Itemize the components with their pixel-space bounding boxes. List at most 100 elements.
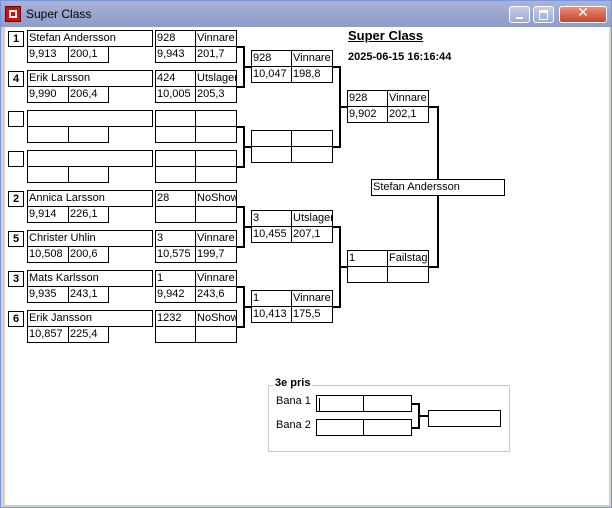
race-speed-field[interactable]: 198,8	[291, 66, 333, 83]
race-speed-field[interactable]: 199,7	[195, 246, 237, 263]
minimize-button[interactable]	[509, 6, 530, 23]
race-number-field[interactable]: 1	[155, 270, 196, 287]
qual-time-field[interactable]: 9,990	[27, 86, 69, 103]
racer-name-field[interactable]: Christer Uhlin	[27, 230, 153, 247]
race-result-field[interactable]: Vinnare	[387, 90, 429, 107]
race-speed-field[interactable]: 207,1	[291, 226, 333, 243]
race-time-field[interactable]: 9,943	[155, 46, 196, 63]
race-speed-field[interactable]: 205,3	[195, 86, 237, 103]
racer-name-field[interactable]: Mats Karlsson	[27, 270, 153, 287]
qual-time-field[interactable]	[27, 126, 69, 143]
race-result-field[interactable]: Vinnare	[195, 30, 237, 47]
race-result-field[interactable]: Utslagen	[195, 70, 237, 87]
qual-time-field[interactable]	[27, 166, 69, 183]
race-speed-field[interactable]	[195, 206, 237, 223]
race-result-field[interactable]: NoShow	[195, 190, 237, 207]
race-speed-field[interactable]: 175,5	[291, 306, 333, 323]
race-number-field[interactable]: 928	[251, 50, 292, 67]
racer-name-field[interactable]: Stefan Andersson	[27, 30, 153, 47]
title-bar[interactable]: Super Class ✕	[1, 1, 611, 27]
race-result-field[interactable]	[195, 150, 237, 167]
race-result-field[interactable]: NoShow	[195, 310, 237, 327]
racer-name-field[interactable]: Erik Jansson	[27, 310, 153, 327]
final-winner-field[interactable]: Stefan Andersson	[371, 179, 505, 196]
connector	[333, 66, 341, 68]
race-number-field[interactable]: 424	[155, 70, 196, 87]
race-number-field[interactable]	[251, 130, 292, 147]
race-time-field[interactable]: 9,902	[347, 106, 388, 123]
qual-speed-field[interactable]	[68, 166, 109, 183]
race-result-field[interactable]: Failstage	[387, 250, 429, 267]
race-speed-field[interactable]	[291, 146, 333, 163]
race-time-field[interactable]	[155, 206, 196, 223]
race-speed-field[interactable]: 201,7	[195, 46, 237, 63]
qual-speed-field[interactable]: 200,1	[68, 46, 109, 63]
qual-time-field[interactable]: 9,913	[27, 46, 69, 63]
race-number-field[interactable]: 1	[347, 250, 388, 267]
qual-speed-field[interactable]: 226,1	[68, 206, 109, 223]
race-speed-field[interactable]	[195, 326, 237, 343]
connector	[237, 166, 245, 168]
racer-name-field[interactable]	[27, 110, 153, 127]
race-number-field[interactable]: 3	[251, 210, 292, 227]
connector	[237, 246, 245, 248]
race-time-field[interactable]: 10,047	[251, 66, 292, 83]
race-speed-field[interactable]: 243,6	[195, 286, 237, 303]
race-time-field[interactable]	[347, 266, 388, 283]
race-speed-field[interactable]	[195, 166, 237, 183]
race-result-field[interactable]	[195, 110, 237, 127]
qual-speed-field[interactable]: 243,1	[68, 286, 109, 303]
qual-speed-field[interactable]: 200,6	[68, 246, 109, 263]
connector	[339, 266, 347, 268]
qual-speed-field[interactable]: 206,4	[68, 86, 109, 103]
race-time-field[interactable]: 9,942	[155, 286, 196, 303]
race-time-field[interactable]: 10,575	[155, 246, 196, 263]
lane1-label: Bana 1	[276, 395, 311, 407]
third-place-result[interactable]	[428, 410, 501, 427]
lane1-field-2[interactable]	[363, 395, 412, 412]
race-time-field[interactable]: 10,413	[251, 306, 292, 323]
qual-time-field[interactable]: 10,508	[27, 246, 69, 263]
maximize-button[interactable]	[533, 6, 554, 23]
race-number-field[interactable]: 1232	[155, 310, 196, 327]
qual-speed-field[interactable]	[68, 126, 109, 143]
race-result-field[interactable]	[291, 130, 333, 147]
close-button[interactable]: ✕	[559, 5, 607, 23]
race-result-field[interactable]: Vinnare	[291, 50, 333, 67]
qual-time-field[interactable]: 9,935	[27, 286, 69, 303]
lane2-field-2[interactable]	[363, 419, 412, 436]
race-time-field[interactable]: 10,005	[155, 86, 196, 103]
lane1-field-1[interactable]	[316, 395, 364, 412]
racer-name-field[interactable]	[27, 150, 153, 167]
race-time-field[interactable]	[155, 166, 196, 183]
racer-name-field[interactable]: Annica Larsson	[27, 190, 153, 207]
race-number-field[interactable]: 928	[347, 90, 388, 107]
race-number-field[interactable]: 3	[155, 230, 196, 247]
race-speed-field[interactable]	[387, 266, 429, 283]
race-time-field[interactable]	[251, 146, 292, 163]
race-number-field[interactable]: 28	[155, 190, 196, 207]
race-speed-field[interactable]: 202,1	[387, 106, 429, 123]
race-number-field[interactable]: 928	[155, 30, 196, 47]
race-time-field[interactable]	[155, 126, 196, 143]
text-cursor	[319, 398, 320, 411]
qual-speed-field[interactable]: 225,4	[68, 326, 109, 343]
race-result-field[interactable]: Vinnare	[291, 290, 333, 307]
qual-time-field[interactable]: 10,857	[27, 326, 69, 343]
race-time-field[interactable]: 10,455	[251, 226, 292, 243]
race-time-field[interactable]	[155, 326, 196, 343]
race-number-field[interactable]	[155, 150, 196, 167]
racer-name-field[interactable]: Erik Larsson	[27, 70, 153, 87]
race-number-field[interactable]: 1	[251, 290, 292, 307]
race-result-field[interactable]: Utslagen	[291, 210, 333, 227]
app-icon[interactable]	[5, 6, 21, 22]
qual-time-field[interactable]: 9,914	[27, 206, 69, 223]
race-result-field[interactable]: Vinnare	[195, 270, 237, 287]
connector	[412, 403, 420, 405]
race-result-field[interactable]: Vinnare	[195, 230, 237, 247]
race-speed-field[interactable]	[195, 126, 237, 143]
lane2-field-1[interactable]	[316, 419, 364, 436]
seed-number: 1	[8, 31, 24, 47]
race-number-field[interactable]	[155, 110, 196, 127]
